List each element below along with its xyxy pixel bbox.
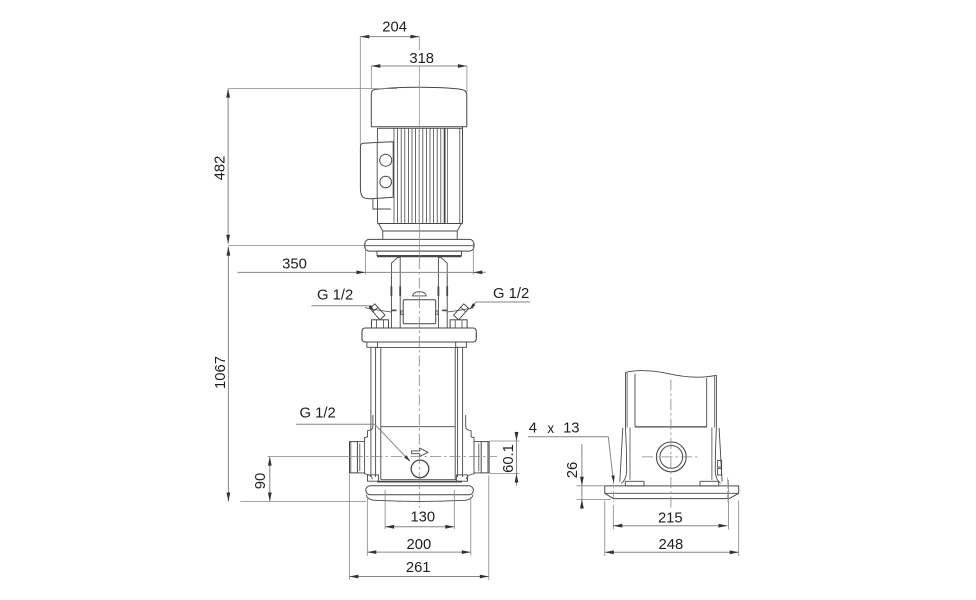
svg-text:1067: 1067 xyxy=(213,356,229,389)
svg-text:G 1/2: G 1/2 xyxy=(300,405,336,421)
svg-text:13: 13 xyxy=(563,420,579,436)
svg-text:215: 215 xyxy=(658,510,683,526)
svg-text:248: 248 xyxy=(659,537,684,553)
svg-text:60.1: 60.1 xyxy=(501,444,517,473)
svg-text:261: 261 xyxy=(406,560,431,576)
svg-text:x: x xyxy=(547,421,554,436)
svg-text:350: 350 xyxy=(282,256,307,272)
svg-text:26: 26 xyxy=(565,462,581,478)
svg-text:130: 130 xyxy=(410,509,435,525)
svg-text:204: 204 xyxy=(382,20,407,36)
svg-text:G 1/2: G 1/2 xyxy=(493,286,529,302)
svg-text:90: 90 xyxy=(253,473,269,489)
svg-text:318: 318 xyxy=(409,51,434,67)
svg-text:4: 4 xyxy=(529,420,537,436)
svg-text:200: 200 xyxy=(407,537,432,553)
svg-text:482: 482 xyxy=(213,156,229,181)
svg-text:G 1/2: G 1/2 xyxy=(317,288,353,304)
